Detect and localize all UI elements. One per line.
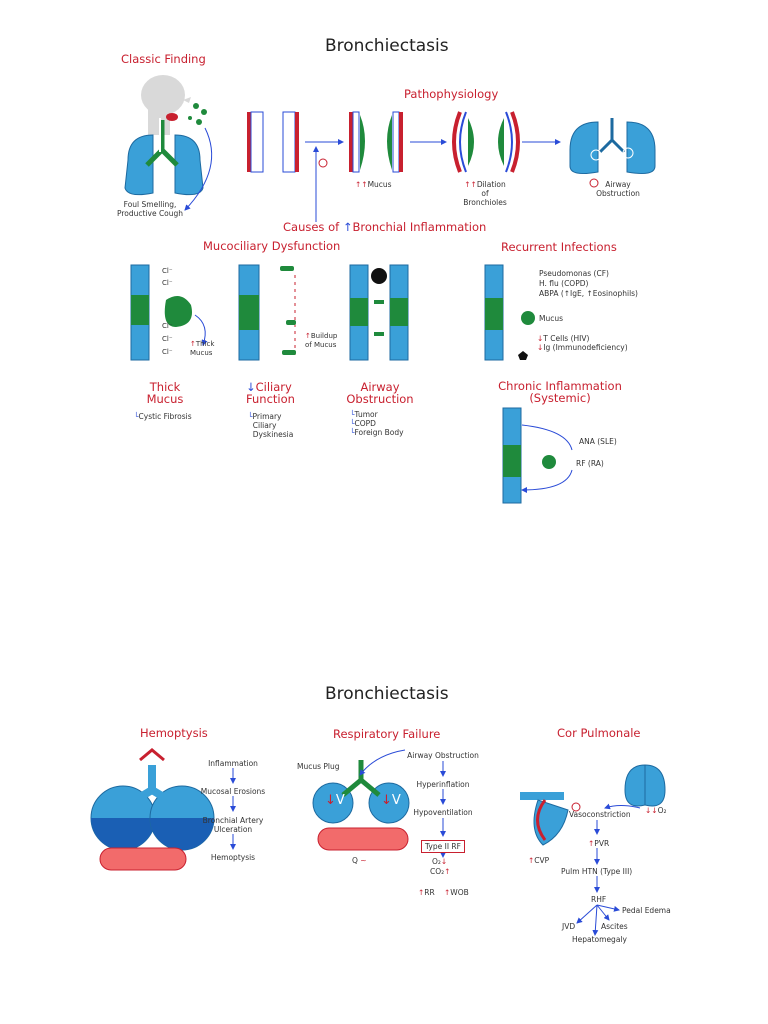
- wob-label: ↑WOB: [444, 888, 469, 897]
- cl-label-4: Cl⁻: [162, 335, 173, 343]
- hemo-step-2: Mucosal Erosions: [200, 787, 266, 796]
- jvd-label: JVD: [562, 922, 576, 931]
- v-label-left: ↓V: [325, 793, 345, 808]
- hepatomegaly-label: Hepatomegaly: [572, 935, 627, 944]
- airway-obstruction-panel: [349, 264, 409, 361]
- ciliary-panel: [238, 264, 296, 361]
- hemoptysis-heading: Hemoptysis: [140, 726, 208, 740]
- cl-label-2: Cl⁻: [162, 279, 173, 287]
- chronic-inflammation-panel: [502, 407, 573, 504]
- hflu-item: H. flu (COPD): [539, 279, 589, 288]
- page-title: Bronchiectasis: [325, 36, 449, 56]
- cvp-label: ↑CVP: [528, 856, 550, 865]
- resp-failure-heading: Respiratory Failure: [333, 727, 441, 741]
- type2-rf-box: Type II RF: [421, 840, 465, 853]
- rf-item: RF (RA): [576, 459, 604, 468]
- pedal-edema-label: Pedal Edema: [622, 906, 671, 915]
- ascites-label: Ascites: [601, 922, 628, 931]
- v-label-right: ↓V: [381, 793, 401, 808]
- flow-arrows: [230, 749, 641, 936]
- rr-label: ↑RR: [418, 888, 435, 897]
- cough-caption: Foul Smelling,Productive Cough: [116, 200, 184, 218]
- pcd-item: └Primary Ciliary Dyskinesia: [248, 412, 294, 439]
- chronic-heading: Chronic Inflammation(Systemic): [498, 379, 622, 405]
- abpa-item: ABPA (↑IgE, ↑Eosinophils): [539, 289, 638, 298]
- recurrent-heading: Recurrent Infections: [501, 240, 617, 254]
- hemo-step-1: Inflammation: [208, 759, 258, 768]
- classic-finding-figure: [124, 75, 207, 196]
- pseudomonas-item: Pseudomonas (CF): [539, 269, 609, 278]
- cor-pulmonale-figure: [520, 764, 666, 846]
- recurrent-infection-panel: [484, 264, 535, 361]
- hemo-step-4: Hemoptysis: [210, 853, 256, 862]
- normal-airway: [247, 111, 299, 173]
- pvr-label: ↑PVR: [588, 839, 610, 848]
- resp-step-2: Hyperinflation: [416, 780, 470, 789]
- vasoconstriction-label: Vasoconstriction: [569, 810, 631, 819]
- thick-mucus-panel: [130, 264, 192, 361]
- q-label: Q ~: [352, 856, 367, 865]
- co2-label: CO₂↑: [430, 867, 451, 876]
- hemoptysis-lungs: [90, 748, 215, 871]
- resp-failure-lungs: [312, 760, 410, 851]
- mucus-airway: [349, 111, 403, 173]
- page2-title: Bronchiectasis: [325, 684, 449, 704]
- obstructed-lungs: [569, 118, 656, 174]
- classic-finding-heading: Classic Finding: [121, 52, 206, 66]
- mucus-plug-label: Mucus Plug: [297, 762, 340, 771]
- cor-pulmonale-heading: Cor Pulmonale: [557, 726, 641, 740]
- cf-item: └Cystic Fibrosis: [134, 412, 192, 421]
- cl-label-3: Cl⁻: [162, 322, 173, 330]
- o2-label: O₂↓: [432, 857, 448, 866]
- causes-heading: Causes of ↑Bronchial Inflammation: [283, 220, 487, 234]
- ig-item: ↓Ig (Immunodeficiency): [537, 343, 628, 352]
- tcells-item: ↓T Cells (HIV): [537, 334, 590, 343]
- dilated-airway: [452, 111, 520, 173]
- mucus-item: Mucus: [539, 314, 564, 323]
- cl-label-1: Cl⁻: [162, 267, 173, 275]
- pulm-htn-label: Pulm HTN (Type III): [561, 867, 633, 876]
- mucus-caption: ↑↑Mucus: [355, 180, 392, 189]
- resp-step-3: Hypoventilation: [413, 808, 473, 817]
- pathophysiology-heading: Pathophysiology: [404, 87, 499, 101]
- low-o2-label: ↓↓O₂: [645, 806, 667, 815]
- rhf-label: RHF: [591, 895, 607, 904]
- resp-step-1: Airway Obstruction: [407, 751, 479, 760]
- cl-label-5: Cl⁻: [162, 348, 173, 356]
- obstruction-causes: └Tumor└COPD└Foreign Body: [350, 410, 404, 437]
- mucociliary-heading: Mucociliary Dysfunction: [203, 239, 341, 253]
- ana-item: ANA (SLE): [579, 437, 617, 446]
